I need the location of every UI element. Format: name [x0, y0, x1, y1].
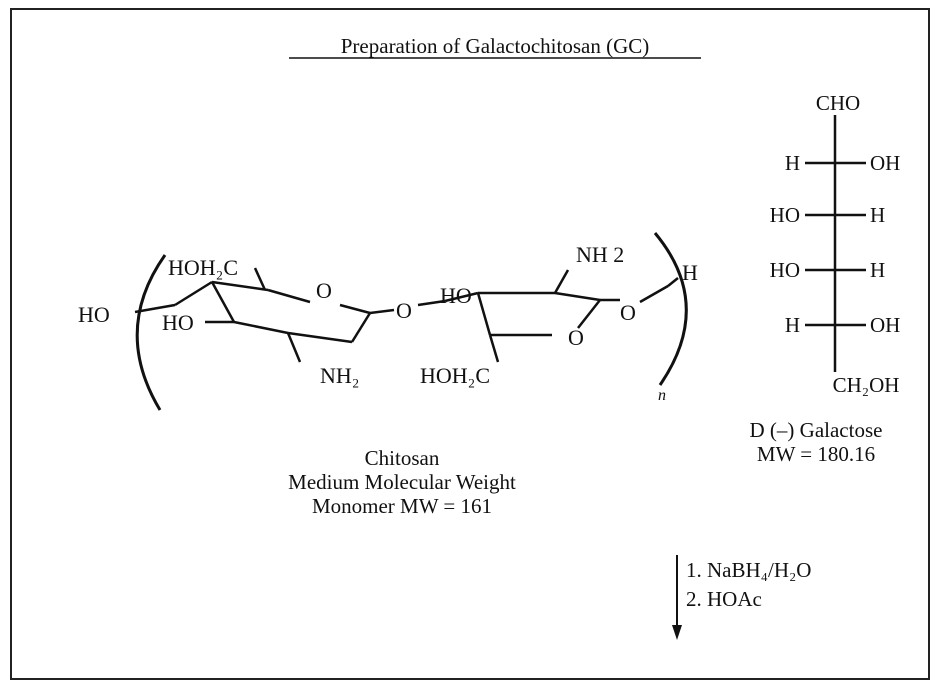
galactose-mw: MW = 180.16	[756, 442, 876, 466]
reaction-step-2: 2. HOAc	[686, 587, 762, 611]
hoh2c-label-top: HOH₂C	[168, 255, 238, 280]
ho-label-left: HO	[78, 302, 110, 327]
reaction-arrow-head	[672, 625, 682, 640]
galactose-fischer-projection: CHO H OH HO H HO H H OH CH₂OH	[770, 91, 901, 397]
reaction-step-1: 1. NaBH₄/H₂O	[686, 558, 811, 582]
terminal-hydrogen: H	[682, 260, 698, 285]
c5-right-label: OH	[870, 313, 900, 337]
ring1-oxygen: O	[316, 278, 332, 303]
c2-right-label: OH	[870, 151, 900, 175]
scheme-title: Preparation of Galactochitosan (GC)	[341, 34, 649, 58]
chitosan-ring-1	[134, 267, 395, 363]
ho-label-ring2: HO	[440, 283, 472, 308]
c2-left-label: H	[785, 151, 800, 175]
chitosan-ring-2	[417, 269, 679, 363]
c3-left-label: HO	[770, 203, 800, 227]
chitosan-name: Chitosan	[364, 446, 440, 470]
c3-right-label: H	[870, 203, 885, 227]
c5-left-label: H	[785, 313, 800, 337]
cho-label: CHO	[816, 91, 860, 115]
figure-frame	[10, 8, 930, 680]
nh2-label-ring2: NH 2	[576, 242, 624, 267]
ch2oh-label: CH₂OH	[833, 373, 900, 397]
terminal-oxygen: O	[620, 300, 636, 325]
right-bracket	[653, 232, 688, 386]
hoh2c-label-bottom: HOH₂C	[420, 363, 490, 388]
c4-right-label: H	[870, 258, 885, 282]
bridge-oxygen: O	[396, 298, 412, 323]
ho-label-ring1: HO	[162, 310, 194, 335]
left-bracket	[135, 254, 167, 411]
galactose-caption: D (–) Galactose MW = 180.16	[706, 418, 926, 466]
chitosan-weight-class: Medium Molecular Weight	[288, 470, 516, 494]
ring2-oxygen: O	[568, 325, 584, 350]
chitosan-monomer-mw: Monomer MW = 161	[311, 494, 493, 518]
chitosan-caption: Chitosan Medium Molecular Weight Monomer…	[252, 446, 552, 518]
repeat-n-subscript: n	[658, 387, 666, 404]
c4-left-label: HO	[770, 258, 800, 282]
nh2-label-ring1: NH₂	[320, 363, 359, 388]
galactose-name: D (–) Galactose	[749, 418, 883, 442]
